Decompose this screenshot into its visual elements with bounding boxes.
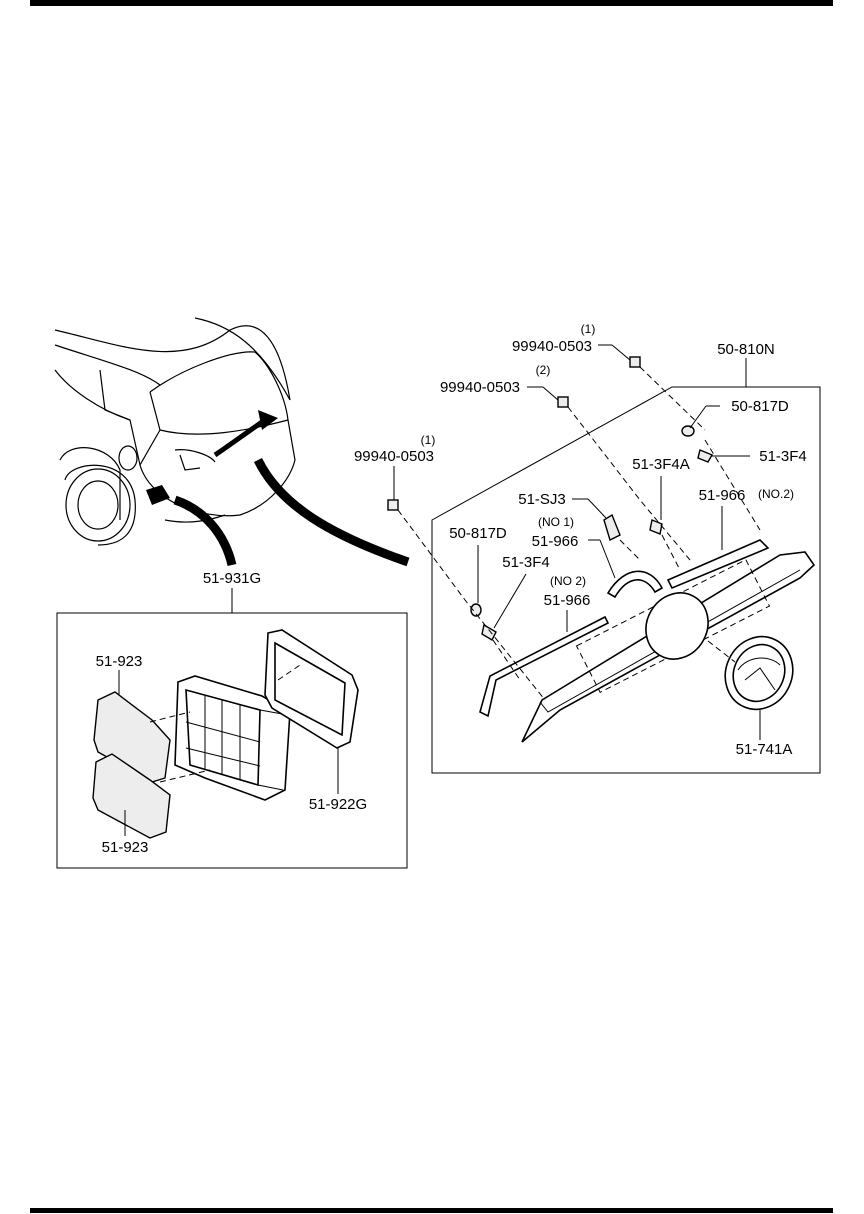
label-bolt-2-qty: (2) — [536, 363, 551, 377]
label-sub-assembly: 51-931G — [203, 570, 261, 587]
label-bolt-1: 99940-0503 — [512, 338, 592, 355]
molding-arc-part — [606, 570, 664, 599]
molding-top-part — [666, 539, 770, 590]
cover-part-bottom — [92, 753, 171, 839]
lamp-housing — [174, 675, 291, 801]
screw-c-icon — [649, 519, 663, 535]
label-molding-low: 51-966 — [544, 592, 591, 609]
label-bracket: 51-SJ3 — [518, 491, 566, 508]
clip-a-icon — [681, 425, 695, 437]
molding-low-part — [479, 615, 610, 718]
vehicle-rear-illustration — [54, 317, 410, 567]
emblem-base — [645, 592, 709, 660]
label-assembly-main: 50-810N — [717, 341, 775, 358]
top-border-bar — [30, 0, 833, 6]
emblem-part — [724, 635, 794, 711]
label-clip-b: 50-817D — [449, 525, 507, 542]
label-bolt-3: 99940-0503 — [354, 448, 434, 465]
label-bolt-1-qty: (1) — [581, 322, 596, 336]
bolt-3-icon — [387, 499, 399, 511]
label-bolt-2: 99940-0503 — [440, 379, 520, 396]
label-bolt-3-qty: (1) — [421, 433, 436, 447]
label-molding-low-note: (NO 2) — [550, 574, 586, 588]
label-screw-b: 51-3F4 — [502, 554, 550, 571]
label-cover-bottom: 51-923 — [102, 839, 149, 856]
label-gasket: 51-922G — [309, 796, 367, 813]
label-molding-mid: 51-966 — [532, 533, 579, 550]
label-screw-a: 51-3F4 — [759, 448, 807, 465]
label-molding-mid-note: (NO 1) — [538, 515, 574, 529]
bracket-icon — [603, 513, 621, 541]
label-screw-c: 51-3F4A — [632, 456, 690, 473]
bolt-1-icon — [629, 356, 641, 368]
label-molding-top: 51-966 — [699, 487, 746, 504]
screw-b-icon — [481, 623, 497, 641]
label-emblem: 51-741A — [736, 741, 793, 758]
bolt-2-icon — [557, 396, 569, 408]
gasket-part — [264, 629, 359, 749]
label-cover-top: 51-923 — [96, 653, 143, 670]
bottom-border-bar — [30, 1208, 833, 1213]
label-clip-a: 50-817D — [731, 398, 789, 415]
assembly-frame — [431, 386, 821, 774]
label-molding-top-note: (NO.2) — [758, 487, 794, 501]
clip-b-icon — [470, 603, 482, 617]
screw-a-icon — [697, 449, 714, 463]
